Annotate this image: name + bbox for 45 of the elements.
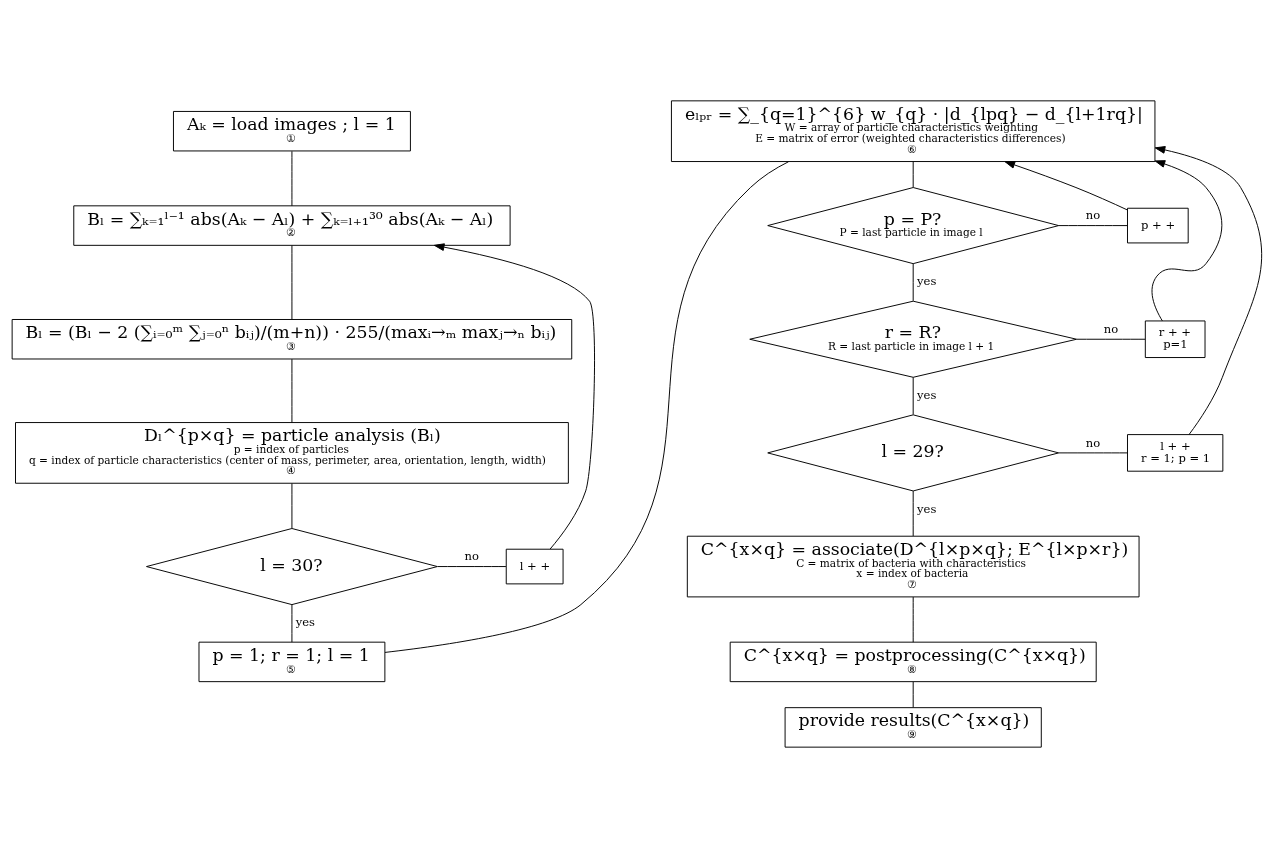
node-box: Aₖ = load images ; l = 1 ① — [173, 110, 411, 151]
connector — [912, 160, 914, 188]
edge-label: yes — [917, 387, 937, 402]
connector — [912, 490, 914, 536]
connector — [912, 680, 914, 708]
connector — [912, 376, 914, 415]
node-diamond: l = 29? — [767, 413, 1060, 491]
node-box: p = 1; r = 1; l = 1 ⑤ — [198, 641, 386, 682]
node-box: eₗₚᵣ = ∑_{q=1}^{6} w_{q} · |d_{lpq} − d_{l+1rq}| W = array of particle characteristics weighting E = matrix of error (weighted characteristics differences) ⑥ — [670, 99, 1156, 162]
node-box: Bₗ = (Bₗ − 2 (∑ᵢ₌₀ᵐ ∑ⱼ₌₀ⁿ bᵢⱼ)/(m+n)) · 255/(maxᵢ→ₘ maxⱼ→ₙ bᵢⱼ) ③ — [11, 318, 573, 359]
node-box: r + + p=1 — [1144, 319, 1206, 358]
edge-label: no — [1085, 207, 1101, 222]
edge-label: yes — [295, 614, 316, 629]
edge-label: no — [1085, 435, 1101, 450]
connector — [1076, 338, 1146, 340]
node-diamond: p = P? P = last particle in image l — [767, 186, 1060, 264]
edge-label: no — [1103, 321, 1119, 336]
connector — [912, 596, 914, 643]
node-box: C^{x×q} = postprocessing(C^{x×q}) ⑧ — [729, 641, 1097, 682]
edge-label: yes — [917, 273, 937, 288]
connector — [1058, 451, 1128, 453]
node-box: l + + — [505, 548, 564, 584]
connector — [1058, 224, 1128, 226]
arrow — [433, 242, 595, 549]
edge-label: no — [464, 548, 479, 563]
connector — [291, 482, 293, 529]
connector — [437, 565, 507, 567]
connector — [291, 150, 293, 206]
connector — [291, 603, 293, 643]
node-diamond: l = 30? — [146, 527, 438, 605]
node-box: l + + r = 1; p = 1 — [1127, 433, 1224, 472]
node-box: Dₗ^{p×q} = particle analysis (Bₗ) p = index of particles q = index of particle characteristics (center of mass, perimeter, area, orientation, length, width) ④ — [15, 421, 569, 484]
node-box: p + + — [1127, 207, 1189, 243]
connector — [912, 262, 914, 301]
connector — [291, 244, 293, 320]
arrow — [1004, 160, 1128, 210]
node-box: C^{x×q} = associate(D^{l×p×q}; E^{l×p×r}) C = matrix of bacteria with characteristics x = index of bacteria ⑦ — [686, 535, 1140, 597]
node-box: provide results(C^{x×q}) ⑨ — [784, 706, 1042, 748]
arrow — [1154, 145, 1263, 435]
edge-label: yes — [917, 501, 937, 516]
node-box: Bₗ = ∑ₖ₌₁ˡ⁻¹ abs(Aₖ − Aₗ) + ∑ₖ₌ₗ₊₁³⁰ abs(Aₖ − Aₗ) ② — [73, 204, 511, 246]
arrow — [1151, 159, 1223, 321]
connector — [384, 160, 789, 653]
node-diamond: r = R? R = last particle in image l + 1 — [749, 300, 1078, 378]
connector — [291, 358, 293, 423]
